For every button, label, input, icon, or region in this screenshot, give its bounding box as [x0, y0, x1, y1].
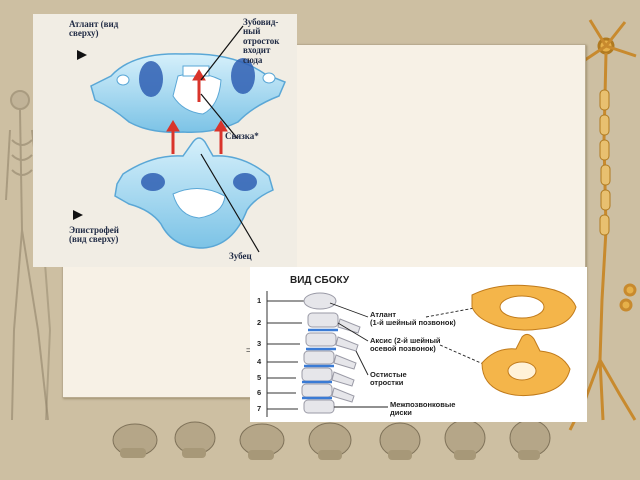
- vertebra-number-5: 5: [257, 373, 262, 382]
- ligament-label: Связка*: [225, 131, 259, 141]
- vertebrae-side-view-figure: ВИД СБОКУ 1 2 3 4 5 6 7 Атлант (1-й шейн…: [250, 267, 587, 422]
- pointer-lines: [200, 25, 260, 253]
- intervertebral-discs-label: Межпозвонковые диски: [390, 400, 456, 417]
- side-marker: =: [246, 345, 252, 355]
- skull-jaws: [120, 448, 540, 460]
- triangle-marker-top: [77, 50, 87, 60]
- axis-3d-drawing: [481, 333, 571, 397]
- atlas-side-label: Атлант (1-й шейный позвонок): [370, 310, 456, 327]
- skull-row: [112, 419, 551, 458]
- atlas-vertebra-drawing: [90, 53, 286, 134]
- axis-side-label: Аксис (2-й шейный осевой позвонок): [370, 336, 441, 353]
- number-bracket: [266, 291, 306, 417]
- triangle-marker-bottom: [73, 210, 83, 220]
- spinous-processes-label: Остистые отростки: [370, 370, 407, 387]
- axis-top-view-label: Эпистрофей (вид сверху): [69, 225, 119, 245]
- vertebrae-top-view-figure: Атлант (вид сверху) Зубовид- ный отросто…: [33, 14, 297, 267]
- red-arrows: [166, 69, 228, 154]
- vertebra-number-4: 4: [257, 357, 262, 366]
- cervical-spine-drawing: [301, 292, 361, 414]
- vertebra-number-7: 7: [257, 404, 262, 413]
- atlas-3d-drawing: [471, 284, 577, 331]
- atlas-top-view-label: Атлант (вид сверху): [69, 19, 119, 39]
- vertebra-number-3: 3: [257, 339, 262, 348]
- skeleton-left: [5, 90, 49, 421]
- vertebra-number-2: 2: [257, 318, 262, 327]
- axis-vertebra-drawing: [114, 137, 274, 249]
- side-view-title: ВИД СБОКУ: [290, 275, 350, 286]
- intervertebral-discs: [302, 328, 338, 400]
- dens-label: Зубовид- ный отросток входит сюда: [243, 17, 280, 65]
- tooth-label: Зубец: [229, 251, 252, 261]
- vertebra-number-1: 1: [257, 296, 262, 305]
- neuron-axon-segments: [599, 89, 611, 236]
- vertebra-number-6: 6: [257, 388, 262, 397]
